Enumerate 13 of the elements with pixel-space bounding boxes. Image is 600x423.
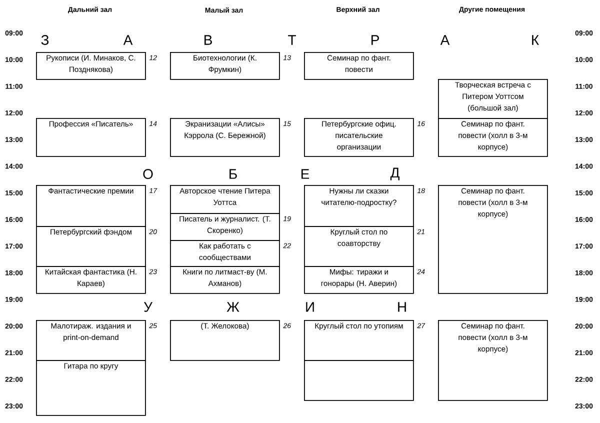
meal-letter: О — [143, 169, 153, 179]
meal-letter: Т — [288, 35, 296, 45]
meal-letter: У — [144, 302, 153, 312]
meal-letter: Е — [301, 169, 310, 179]
event-box — [304, 360, 414, 401]
meal-letter: Д — [390, 168, 400, 180]
meal-letter: К — [532, 35, 539, 45]
meal-letter: Ж — [226, 302, 240, 312]
meal-letter: А — [440, 35, 450, 45]
meal-letter: А — [123, 35, 133, 45]
meal-letter: И — [306, 302, 314, 312]
meal-letter: Н — [398, 302, 406, 312]
meal-letter: Б — [230, 169, 237, 179]
